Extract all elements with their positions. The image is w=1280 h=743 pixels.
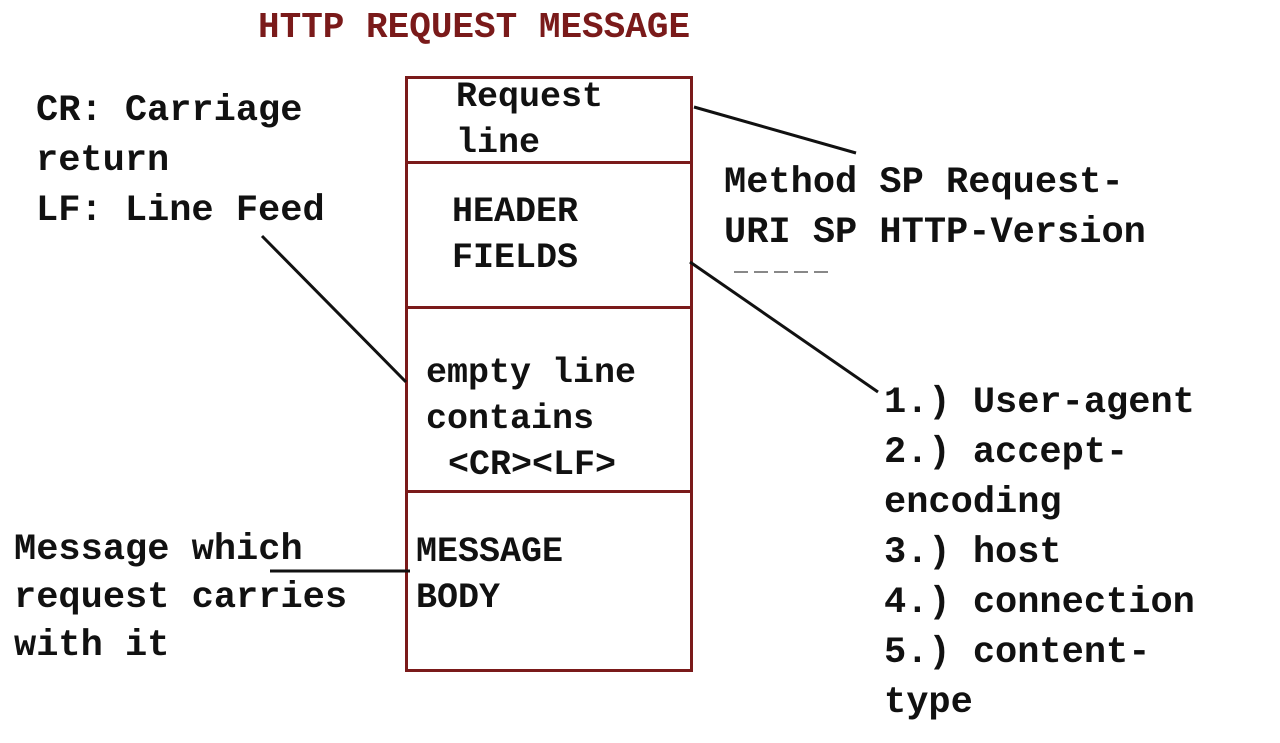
message-body-label-line: BODY bbox=[416, 578, 501, 618]
message-body-label-line: MESSAGE bbox=[416, 532, 564, 572]
connector-header-fields bbox=[689, 260, 879, 394]
header-list-item: type bbox=[884, 682, 973, 724]
header-list-annotation: 1.) User-agent 2.) accept- encoding 3.) … bbox=[884, 378, 1195, 728]
request-line-label-line: Request bbox=[456, 77, 604, 117]
header-fields-label-line: HEADER bbox=[452, 192, 579, 232]
header-list-item: encoding bbox=[884, 482, 1062, 524]
annotation-line: with it bbox=[14, 625, 170, 667]
annotation-line: return bbox=[36, 140, 170, 182]
message-body-box bbox=[405, 490, 693, 672]
diagram-title: HTTP REQUEST MESSAGE bbox=[258, 7, 691, 48]
request-line-label-line: line bbox=[456, 123, 541, 163]
annotation-line: Message which bbox=[14, 529, 303, 571]
message-body-label: MESSAGE BODY bbox=[416, 529, 563, 621]
connector-request-line bbox=[693, 105, 857, 155]
connector-cr-lf bbox=[260, 234, 408, 384]
empty-line-label: empty line contains <CR><LF> bbox=[426, 350, 636, 488]
annotation-line: LF: Line Feed bbox=[36, 190, 325, 232]
header-fields-label: HEADER FIELDS bbox=[452, 189, 578, 281]
header-list-item: 3.) host bbox=[884, 532, 1062, 574]
cr-lf-annotation: CR: Carriage return LF: Line Feed bbox=[36, 86, 325, 236]
annotation-line: Method SP Request- bbox=[724, 162, 1124, 204]
body-note-annotation: Message which request carries with it bbox=[14, 526, 347, 670]
empty-line-label-line: <CR><LF> bbox=[448, 445, 617, 485]
header-list-item: 5.) content- bbox=[884, 632, 1151, 674]
request-line-format-annotation: Method SP Request- URI SP HTTP-Version bbox=[724, 158, 1146, 258]
annotation-line: URI SP HTTP-Version bbox=[724, 212, 1146, 254]
header-list-item: 4.) connection bbox=[884, 582, 1195, 624]
header-list-item: 2.) accept- bbox=[884, 432, 1129, 474]
header-list-item: 1.) User-agent bbox=[884, 382, 1195, 424]
annotation-line: request carries bbox=[14, 577, 348, 619]
request-line-label: Request line bbox=[456, 74, 603, 166]
annotation-line: CR: Carriage bbox=[36, 90, 303, 132]
header-fields-label-line: FIELDS bbox=[452, 238, 579, 278]
empty-line-label-line: contains bbox=[426, 399, 595, 439]
empty-line-label-line: empty line bbox=[426, 353, 637, 393]
